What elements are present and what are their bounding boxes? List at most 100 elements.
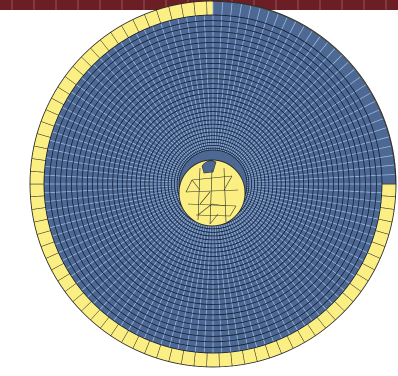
radial-line — [245, 194, 374, 237]
radial-line — [234, 210, 320, 316]
hole-element-edge — [229, 205, 237, 217]
radial-line — [240, 76, 361, 165]
radial-line — [228, 214, 291, 335]
radial-line — [217, 217, 240, 351]
radial-line — [241, 202, 355, 277]
radial-line — [44, 165, 180, 181]
radial-line — [246, 164, 395, 181]
radial-line — [143, 29, 200, 154]
radial-line — [238, 61, 349, 162]
radial-line — [221, 8, 261, 152]
radial-line — [216, 2, 233, 151]
mesh-ring-line — [97, 68, 329, 300]
radial-line — [246, 187, 382, 203]
hole-element-edge — [195, 214, 231, 217]
radial-line — [224, 13, 279, 153]
radial-line — [47, 148, 180, 178]
outer-ring-element — [31, 207, 48, 223]
radial-line — [214, 2, 223, 151]
mesh-radial-lines — [44, 2, 395, 353]
radial-line — [194, 15, 210, 151]
radial-line — [221, 216, 258, 348]
radial-line — [168, 216, 205, 348]
radial-line — [120, 42, 195, 156]
hole-element-edge — [209, 213, 219, 225]
radial-line — [229, 213, 298, 331]
mesh-ring-line — [81, 52, 345, 316]
mesh-ring-line — [60, 31, 366, 337]
hole-notch — [201, 160, 217, 174]
radial-line — [242, 92, 371, 168]
radial-line — [44, 187, 180, 203]
radial-line — [177, 217, 207, 350]
radial-line — [245, 136, 389, 176]
mesh-ring-line — [107, 78, 319, 290]
radial-line — [245, 192, 377, 229]
hole-element-edge — [191, 179, 201, 191]
outer-ring-element — [29, 170, 45, 185]
radial-line — [229, 26, 305, 155]
radial-line — [241, 84, 366, 166]
radial-line — [113, 211, 194, 321]
hole-element-edge — [187, 203, 237, 207]
radial-line — [244, 195, 371, 245]
mesh-ring-line — [121, 92, 305, 276]
radial-line — [240, 203, 350, 284]
hole-element-edge — [199, 191, 211, 205]
outer-ring-element — [193, 351, 208, 368]
mesh-ring-line — [164, 135, 262, 233]
radial-line — [214, 217, 223, 353]
radial-line — [66, 99, 184, 168]
radial-line — [66, 200, 184, 269]
radial-line — [243, 197, 368, 254]
radial-line — [87, 70, 188, 162]
radial-line — [223, 10, 270, 152]
mesh-ring-line — [135, 106, 291, 262]
mesh-ring-line — [43, 14, 383, 354]
radial-line — [62, 199, 183, 262]
outer-ring-element — [180, 1, 196, 18]
outer-ring-element — [380, 195, 396, 210]
radial-line — [106, 52, 192, 158]
hole-element-edge — [223, 167, 227, 223]
mesh-ring-line — [71, 42, 355, 326]
radial-line — [128, 213, 197, 331]
mesh-ring-line — [156, 127, 270, 241]
radial-line — [236, 207, 333, 304]
outer-ring-element — [29, 183, 45, 198]
mesh-ring-line — [102, 73, 324, 295]
radial-line — [226, 17, 288, 154]
hole-element-edge — [209, 169, 213, 225]
central-hole — [178, 159, 246, 227]
radial-line — [93, 207, 190, 304]
radial-line — [44, 174, 180, 183]
radial-line — [246, 155, 393, 180]
radial-line — [76, 84, 186, 165]
outer-ring-element — [30, 195, 46, 210]
mesh-ring-line — [76, 47, 350, 321]
radial-line — [231, 31, 313, 156]
radial-line — [203, 15, 212, 151]
outer-ring-element — [230, 350, 246, 367]
radial-line — [217, 4, 242, 151]
radial-line — [246, 145, 392, 178]
mesh-ring-line — [167, 138, 259, 230]
radial-line — [81, 77, 187, 163]
radial-line — [47, 190, 180, 220]
mesh-ring-line — [49, 20, 377, 348]
radial-line — [128, 37, 197, 155]
hole-element-edge — [197, 203, 213, 216]
hole-element-edge — [185, 179, 193, 193]
radial-line — [232, 36, 321, 157]
hole-element-edge — [223, 175, 233, 191]
radial-line — [186, 217, 209, 351]
outer-ring-element — [193, 0, 208, 17]
radial-line — [44, 185, 180, 194]
hole-element-edges — [185, 167, 239, 225]
radial-line — [143, 214, 200, 339]
radial-line — [231, 212, 306, 326]
radial-line — [246, 190, 379, 220]
radial-line — [46, 157, 180, 180]
radial-line — [219, 5, 252, 151]
